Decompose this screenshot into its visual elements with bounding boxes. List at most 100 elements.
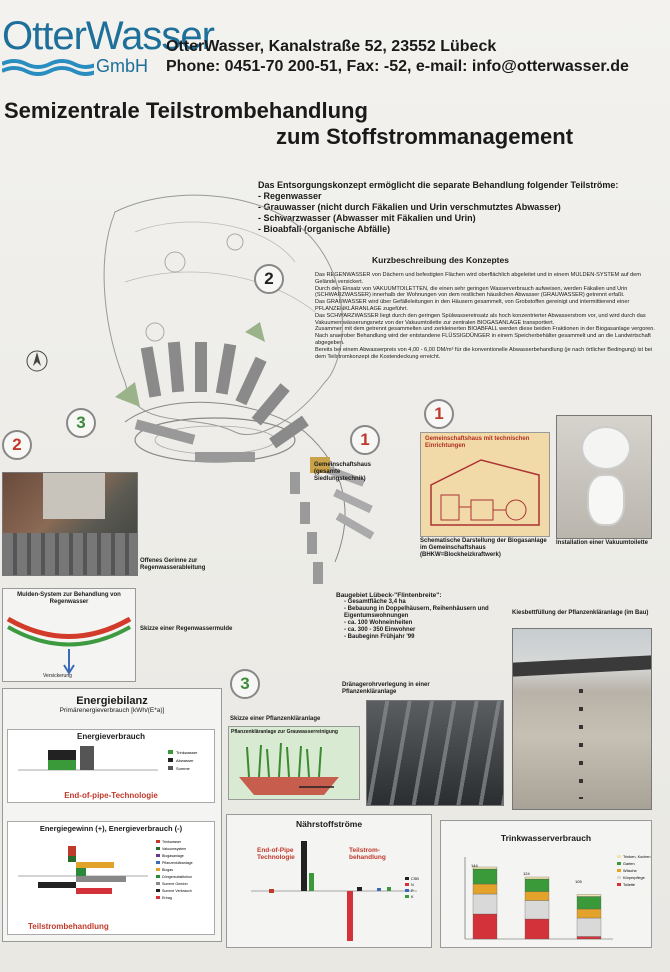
legend2-item-8: Ertrag xyxy=(162,896,172,900)
caption-biogas: Schematische Darstellung der Biogasanlag… xyxy=(420,538,547,558)
drinking-water-chart-svg: 144 124 105 Trinken, Kochen Garten Wäsch… xyxy=(464,855,651,940)
bar-trinkwasser xyxy=(48,760,76,770)
north-arrow-icon xyxy=(26,350,48,372)
concept-paragraph: Das REGENWASSER von Dächern und befestig… xyxy=(315,272,641,285)
legend2-item-3: Pflanzenkläranlage xyxy=(162,861,193,865)
drinking-water-panel: Trinkwasserverbrauch 144 124 105 Trinken… xyxy=(440,820,652,948)
company-logo-gmbh: GmbH xyxy=(96,56,149,76)
baugebiet-item: - ca. 100 Wohneinheiten xyxy=(344,620,413,626)
concept-paragraph: Zusammen mit dem getrennt gesammelten un… xyxy=(315,326,655,346)
caption-pflanzen-skizze: Skizze einer Pflanzenkläranlage xyxy=(230,716,321,722)
bar-segment-toilette xyxy=(576,936,602,940)
intro-lead: Das Entsorgungskonzept ermöglicht die se… xyxy=(258,180,619,190)
baugebiet-item: - Gesamtfläche 3,4 ha xyxy=(344,599,406,605)
energy-consumption-chart: Energieverbrauch Trinkwasser Abwasser Su… xyxy=(7,729,215,803)
bar-segment-körperpflege xyxy=(576,917,602,937)
bar-eop-k xyxy=(309,873,314,891)
bar-segment-garten xyxy=(524,878,550,892)
marker-2: 2 xyxy=(254,264,284,294)
intro-item: - Schwarzwasser (Abwasser mit Fäkalien u… xyxy=(258,213,476,223)
total-label-2: 105 xyxy=(575,879,582,884)
concept-paragraph: Das GRAUWASSER wird über Gefälleleitunge… xyxy=(315,299,630,312)
concept-paragraph: Durch den Einsatz von VAKUUMTOILETTEN, d… xyxy=(315,285,628,299)
legend2-item-1: Vakuumsystem xyxy=(162,847,186,851)
wave-logo-icon xyxy=(2,59,94,76)
concept-paragraph: Bereits bei einem Abwasserpreis von 4,00… xyxy=(315,346,653,360)
nutrient-left-label: End-of-Pipe Technologie xyxy=(257,847,295,861)
photo-open-channel xyxy=(2,472,138,576)
tw-legend-0: Trinken, Kochen xyxy=(623,855,651,859)
bar-segment-toilette xyxy=(524,918,550,940)
bar-segment-toilette xyxy=(472,913,498,940)
bar-segment-trinken-kochen xyxy=(576,894,602,897)
company-logo-text: OtterWasser xyxy=(2,14,215,58)
bar-segment-garten xyxy=(576,896,602,910)
legend1-item-1: Abwasser xyxy=(176,758,194,763)
marker-2: 2 xyxy=(2,430,32,460)
site-plan-drawing xyxy=(103,194,375,584)
mulden-label: Versickerung xyxy=(43,673,72,679)
caption-drain: Dränagerohrverlegung in einer Pflanzenkl… xyxy=(342,682,430,695)
nutrient-legend-2: P xyxy=(411,889,414,893)
caption-kies: Kiesbettfüllung der Pflanzenkläranlage (… xyxy=(512,610,649,616)
nutrient-legend-0: CSB xyxy=(411,877,419,881)
bar-segment-wäsche xyxy=(472,883,498,895)
plan-label-gemeinschaftshaus: Gemeinschaftshaus (gesamte Siedlungstech… xyxy=(314,462,372,482)
energy-chart1-title: Energieverbrauch xyxy=(76,732,146,741)
energy-chart1-svg: Trinkwasser Abwasser Summe xyxy=(18,746,198,771)
intro-block: Das Entsorgungskonzept ermöglicht die se… xyxy=(258,180,668,235)
header-address: OtterWasser, Kanalstraße 52, 23552 Lübec… xyxy=(166,38,497,55)
bar-segment-garten xyxy=(472,868,498,885)
baugebiet-item: - ca. 300 - 350 Einwohner xyxy=(344,627,416,633)
bar-eop-n xyxy=(269,889,274,893)
header-contact: Phone: 0451-70 200-51, Fax: -52, e-mail:… xyxy=(166,58,629,75)
energy-title: Energiebilanz xyxy=(76,695,148,707)
drinking-water-title: Trinkwasserverbrauch xyxy=(500,833,592,843)
legend2-item-2: Biogasanlage xyxy=(162,854,184,858)
energy-subtitle: Primärenergieverbrauch [kWh/(E*a)] xyxy=(59,707,165,714)
legend2-item-6: Summe Gewinn xyxy=(162,882,188,886)
total-label-1: 124 xyxy=(523,871,530,876)
total-label-0: 144 xyxy=(471,863,478,868)
energy-chart2-svg: Trinkwasser Vakuumsystem Biogasanlage Pf… xyxy=(18,840,193,900)
marker-1: 1 xyxy=(350,425,380,455)
legend2-item-5: Düngersubstitution xyxy=(162,875,192,879)
tw-legend-4: Toilette xyxy=(623,883,635,887)
nutrient-flow-panel: Nährstoffströme CSB N P K End-of-Pipe Te… xyxy=(226,814,432,948)
photo-vacuum-toilet xyxy=(556,415,652,539)
page-title-line1: Semizentrale Teilstrombehandlung xyxy=(4,98,368,123)
nutrient-title: Nährstoffströme xyxy=(295,819,363,829)
bar-abwasser xyxy=(48,750,76,760)
nutrient-chart-svg: CSB N P K xyxy=(251,841,419,941)
mulden-diagram: Mulden-System zur Behandlung von Regenwa… xyxy=(2,588,136,682)
baugebiet-block: Baugebiet Lübeck-"Flintenbreite": - Gesa… xyxy=(336,592,506,641)
intro-item: - Bioabfall (organische Abfälle) xyxy=(258,224,391,234)
biogas-diagram: Gemeinschaftshaus mit technischen Einric… xyxy=(420,432,550,537)
legend2-item-7: Summe Verbrauch xyxy=(162,889,192,893)
concept-text: Das REGENWASSER von Dächern und befestig… xyxy=(315,272,655,360)
energy-balance-panel: Energiebilanz Primärenergieverbrauch [kW… xyxy=(2,688,222,942)
tw-legend-3: Körperpflege xyxy=(623,876,645,880)
energy-chart1-footer: End-of-pipe-Technologie xyxy=(64,791,158,800)
bar-ts-k xyxy=(387,887,391,891)
bar-segment-trinken-kochen xyxy=(524,876,550,880)
bar-segment-wäsche xyxy=(524,891,550,901)
bar-summe xyxy=(80,746,94,770)
concept-paragraph: Das SCHWARZWASSER liegt durch den gering… xyxy=(315,312,646,326)
marker-3: 3 xyxy=(66,408,96,438)
biogas-box-title: Gemeinschaftshaus mit technischen Einric… xyxy=(425,436,530,449)
energy-chart2-title: Energiegewinn (+), Energieverbrauch (-) xyxy=(39,824,183,833)
bar-segment-körperpflege xyxy=(472,893,498,915)
mulden-title: Mulden-System zur Behandlung von Regenwa… xyxy=(17,592,121,605)
marker-1: 1 xyxy=(424,399,454,429)
legend1-item-0: Trinkwasser xyxy=(176,750,198,755)
energy-chart2-footer: Teilstrombehandlung xyxy=(28,922,109,931)
bar-ts-n xyxy=(347,891,353,941)
bar-segment-trinken-kochen xyxy=(472,866,498,870)
mulden-swale-illustration xyxy=(6,616,132,675)
nutrient-legend-3: K xyxy=(411,895,414,899)
baugebiet-item: - Baubeginn Frühjahr '99 xyxy=(344,634,415,640)
reed-bed-illustration xyxy=(239,742,339,795)
legend1-item-2: Summe xyxy=(176,766,191,771)
